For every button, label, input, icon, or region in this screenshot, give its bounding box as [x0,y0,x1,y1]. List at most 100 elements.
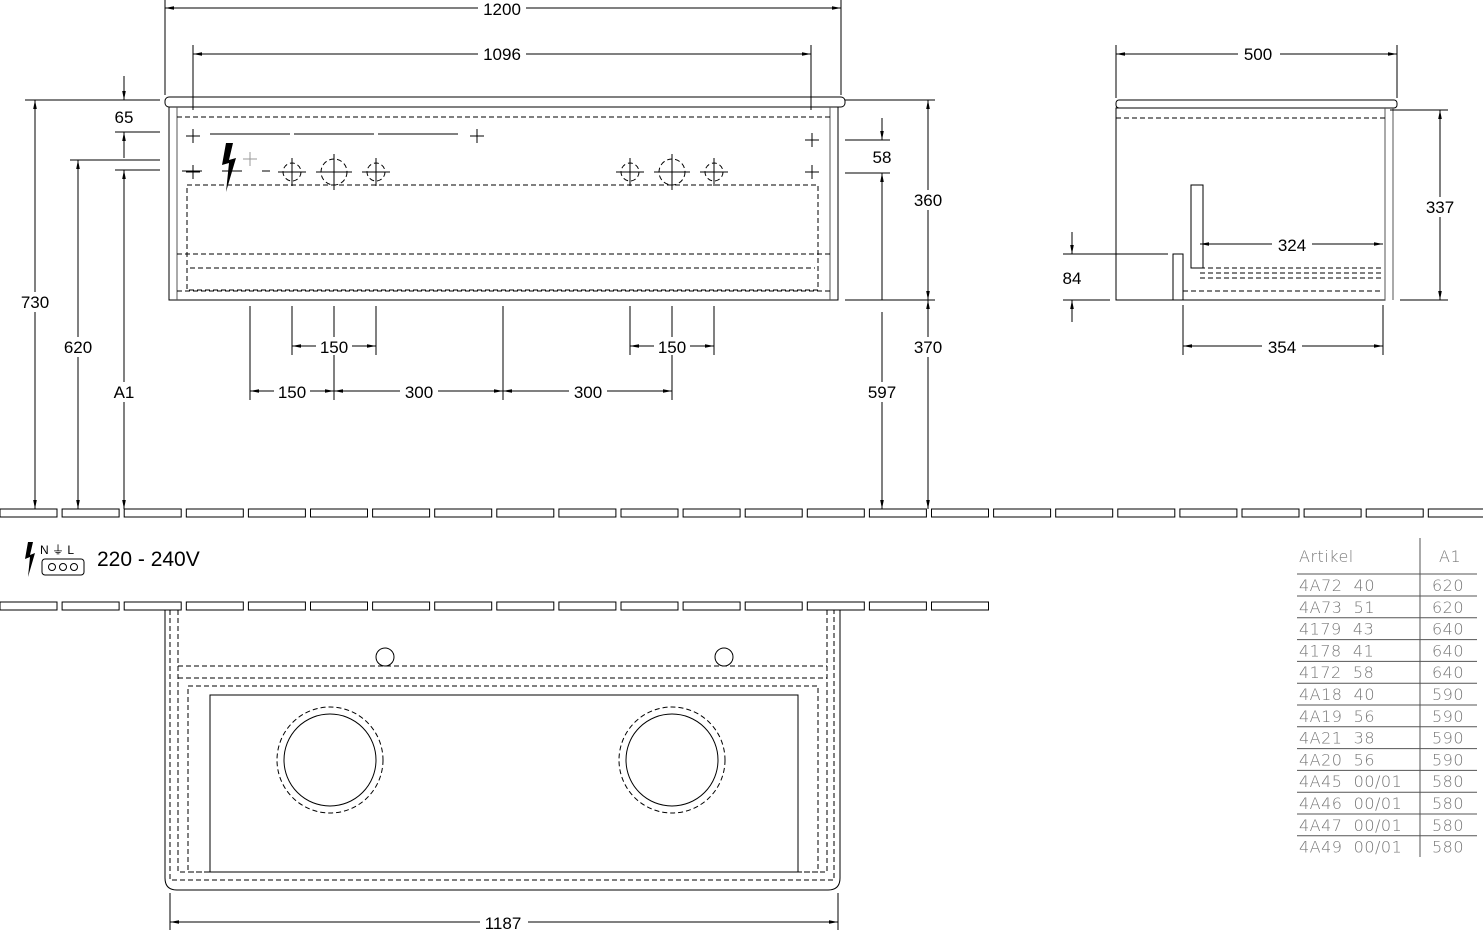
table-row: 4A72 40 620 [1297,576,1477,597]
dim-300-a: 300 [405,383,433,402]
wall-tile [61,601,120,611]
voltage-label: 220 - 240V [97,548,200,571]
artikel-cell: 4172 58 [1299,663,1374,682]
floor-tile [993,508,1052,518]
wall-tile [0,601,58,611]
a1-cell: 580 [1432,838,1464,857]
wall-tile [558,601,617,611]
artikel-cell: 4A73 51 [1299,598,1375,617]
dim-150-right: 150 [658,338,686,357]
dim-354: 354 [1268,338,1296,357]
side-view [1115,99,1398,301]
a1-cell: 640 [1432,663,1464,682]
artikel-cell: 4A72 40 [1299,576,1375,595]
a1-cell: 590 [1432,685,1464,704]
wall-tile [620,601,679,611]
dim-500: 500 [1244,45,1272,64]
dim-150-bottom: 150 [278,383,306,402]
wall-tile [247,601,306,611]
basin-left [276,706,384,814]
artikel-cell: 4A45 00/01 [1299,772,1402,791]
table-row: 4A19 56 590 [1297,707,1477,728]
dim-370: 370 [914,338,942,357]
floor-tile [1365,508,1424,518]
floor-tile [1303,508,1362,518]
drawer-outline [186,184,819,291]
table-row: 4A18 40 590 [1297,685,1477,706]
dim-324: 324 [1278,236,1306,255]
table-row: 4A49 00/01 580 [1299,838,1464,857]
floor-tile [682,508,741,518]
table-row: 4A20 56 590 [1297,750,1477,771]
artikel-cell: 4178 41 [1299,641,1374,660]
floor-line-front [0,508,1483,518]
a1-cell: 590 [1432,707,1464,726]
dim-1200: 1200 [483,0,521,19]
wall-tile [868,601,927,611]
dim-150-left: 150 [320,338,348,357]
floor-tile [310,508,368,518]
top-view [164,610,841,891]
dim-84: 84 [1063,269,1082,288]
a1-cell: 590 [1432,750,1464,769]
terminal-block-icon [41,558,85,576]
wall-tile [123,601,182,611]
cabinet-body [168,106,839,301]
table-header-a1: A1 [1439,547,1461,566]
lightning-icon [25,542,35,577]
floor-tile [372,508,431,518]
countertop [164,96,846,108]
artikel-cell: 4A18 40 [1299,685,1375,704]
a1-cell: 580 [1432,816,1464,835]
floor-tile [1427,508,1483,518]
floor-tile [434,508,493,518]
artikel-cell: 4A19 56 [1299,707,1375,726]
floor-tile [61,508,120,518]
dim-620: 620 [64,338,92,357]
artikel-cell: 4A49 00/01 [1299,838,1402,857]
wall-tile [434,601,493,611]
dim-1187: 1187 [485,914,522,933]
dim-337: 337 [1426,198,1454,217]
a1-cell: 620 [1432,576,1464,595]
wall-tile [185,601,244,611]
floor-tile [1179,508,1238,518]
artikel-cell: 4A21 38 [1299,729,1375,748]
floor-tile [185,508,244,518]
table-header-artikel: Artikel [1299,547,1354,566]
floor-tile [868,508,927,518]
wall-tile [496,601,555,611]
floor-tile [1055,508,1114,518]
floor-tile [247,508,306,518]
floor-tile [620,508,679,518]
wall-tile [372,601,431,611]
floor-tile [931,508,989,518]
dim-65: 65 [115,108,134,127]
tap-fittings [278,154,728,190]
artikel-cell: 4A47 00/01 [1299,816,1402,835]
floor-tile [558,508,617,518]
dim-1096: 1096 [483,45,521,64]
front-view [164,96,846,301]
artikel-cell: 4A46 00/01 [1299,794,1402,813]
floor-tile [1117,508,1176,518]
wall-tile [806,601,865,611]
wall-tile [682,601,741,611]
artikel-cell: 4A20 56 [1299,750,1375,769]
electrical-legend: N ⏚ L 220 - 240V [25,542,200,577]
artikel-cell: 4179 43 [1299,620,1374,639]
a1-cell: 620 [1432,598,1464,617]
floor-tile [123,508,182,518]
table-row: 4172 58 640 [1297,663,1477,684]
a1-cell: 640 [1432,641,1464,660]
floor-tile [496,508,555,518]
wall-line-top [0,601,989,611]
table-row: 4A73 51 620 [1297,598,1477,619]
wall-tile [931,601,989,611]
table-row: 4A47 00/01 580 [1297,816,1477,837]
